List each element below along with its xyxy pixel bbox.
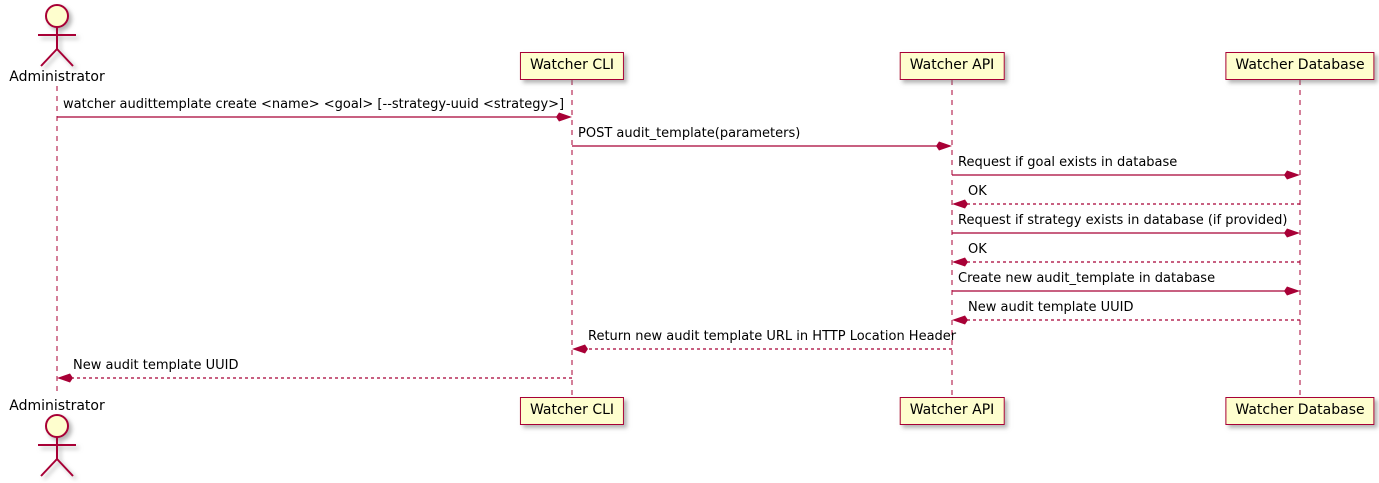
participant-box-watcher-database-top: Watcher Database: [1225, 52, 1375, 80]
message-arrowhead: [1284, 228, 1300, 238]
message-label: watcher audittemplate create <name> <goa…: [63, 97, 565, 112]
message-label: New audit template UUID: [968, 300, 1134, 315]
participant-box-watcher-api-bottom: Watcher API: [899, 397, 1005, 425]
message-label: POST audit_template(parameters): [578, 126, 801, 141]
message-arrowhead: [556, 112, 572, 122]
message-arrowhead: [952, 315, 968, 325]
message-label: OK: [968, 184, 987, 199]
message-arrowhead: [57, 373, 73, 383]
actor-label-administrator-top: Administrator: [9, 69, 105, 85]
message-label: New audit template UUID: [73, 358, 239, 373]
message-arrowhead: [936, 141, 952, 151]
actor-figure-administrator-top: [38, 4, 76, 67]
actor-figure-administrator-bottom: [38, 414, 76, 477]
participant-box-watcher-api-top: Watcher API: [899, 52, 1005, 80]
actor-label-administrator-bottom: Administrator: [9, 398, 105, 414]
message-arrowhead: [952, 257, 968, 267]
message-label: Return new audit template URL in HTTP Lo…: [588, 329, 957, 344]
message-arrowhead: [952, 199, 968, 209]
participant-box-watcher-database-bottom: Watcher Database: [1225, 397, 1375, 425]
message-arrowhead: [572, 344, 588, 354]
participant-box-watcher-cli-bottom: Watcher CLI: [519, 397, 625, 425]
message-label: Create new audit_template in database: [958, 271, 1216, 286]
message-label: Request if goal exists in database: [958, 155, 1178, 170]
message-label: OK: [968, 242, 987, 257]
participant-box-watcher-cli-top: Watcher CLI: [519, 52, 625, 80]
message-label: Request if strategy exists in database (…: [958, 213, 1288, 228]
message-arrowhead: [1284, 170, 1300, 180]
message-arrowhead: [1284, 286, 1300, 296]
